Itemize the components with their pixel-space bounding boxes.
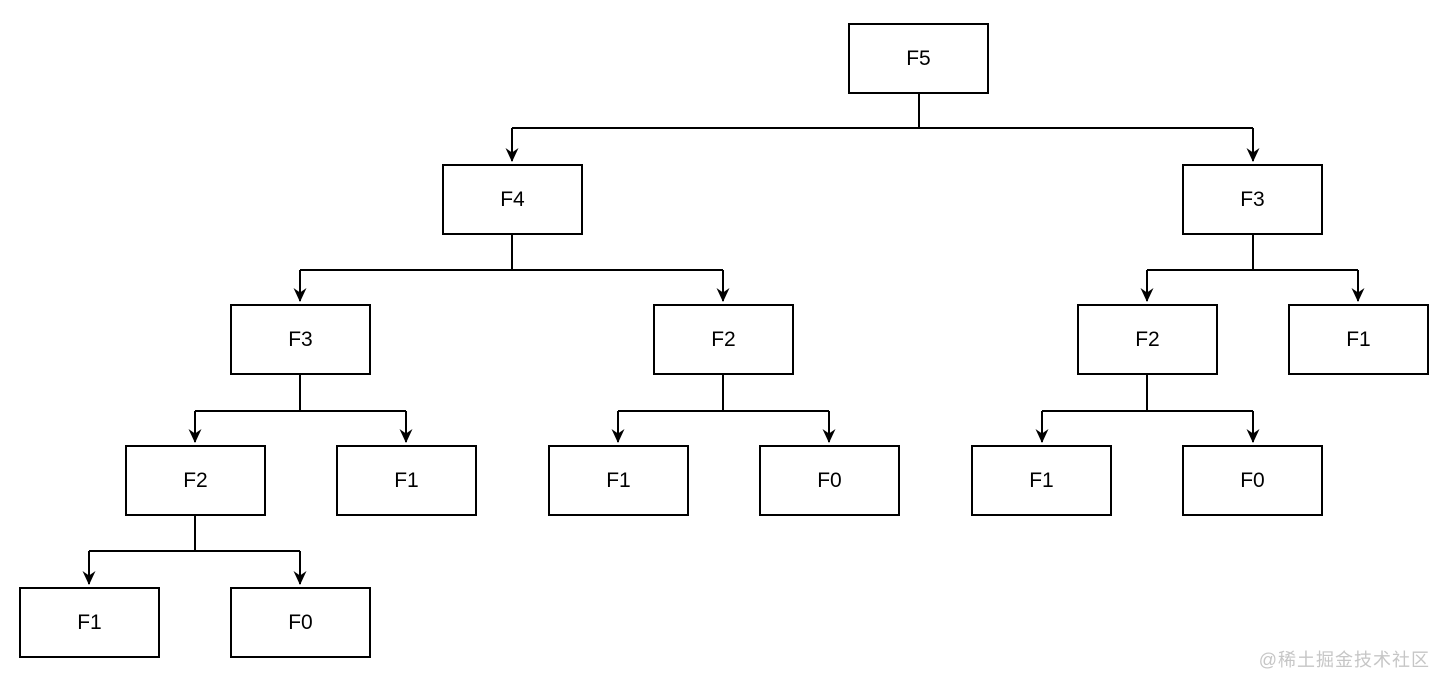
node-lr-f2: F2 [653, 304, 794, 375]
connector-rails [89, 94, 1358, 552]
node-lrr-f0: F0 [759, 445, 900, 516]
node-llr-f1: F1 [336, 445, 477, 516]
node-rlr-f0: F0 [1182, 445, 1323, 516]
node-lllr-f0: F0 [230, 587, 371, 658]
node-lrl-f1: F1 [548, 445, 689, 516]
node-lll-f2: F2 [125, 445, 266, 516]
node-l-f4: F4 [442, 164, 583, 235]
node-rll-f1: F1 [971, 445, 1112, 516]
node-ll-f3: F3 [230, 304, 371, 375]
node-r-f3: F3 [1182, 164, 1323, 235]
node-rr-f1: F1 [1288, 304, 1429, 375]
node-root-f5: F5 [848, 23, 989, 94]
watermark-text: @稀土掘金技术社区 [1258, 650, 1430, 670]
node-llll-f1: F1 [19, 587, 160, 658]
node-rl-f2: F2 [1077, 304, 1218, 375]
